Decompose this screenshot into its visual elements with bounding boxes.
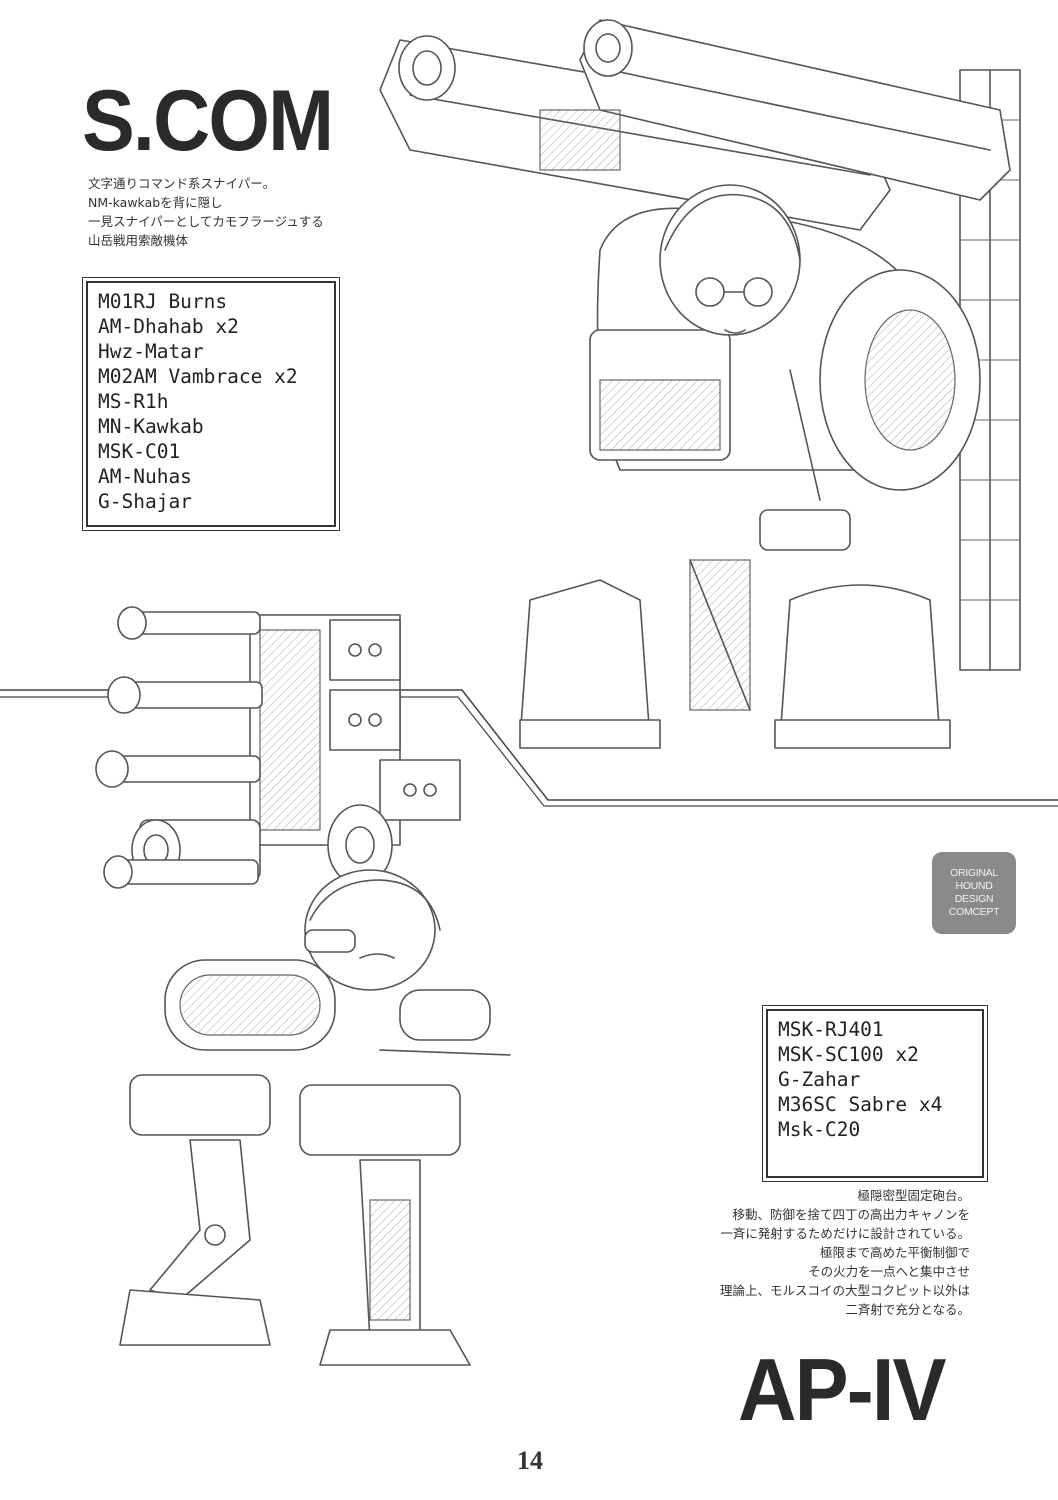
page-number: 14 [517, 1446, 543, 1475]
scom-description-line: 文字通りコマンド系スナイパー。 [88, 176, 276, 191]
scom-part: AM-Nuhas [98, 465, 192, 488]
scom-part: M02AM Vambrace x2 [98, 365, 298, 388]
scom-part: MSK-C01 [98, 440, 181, 463]
ap4-mech-illustration [95, 606, 511, 1366]
ap4-description-line: その火力を一点へと集中させ [808, 1264, 970, 1279]
ap4-part: G-Zahar [778, 1068, 861, 1091]
ap4-description-line: 二斉射で充分となる。 [845, 1302, 970, 1317]
ap4-parts-list: MSK-RJ401 MSK-SC100 x2 G-Zahar M36SC Sab… [762, 1005, 988, 1182]
scom-description-line: 一見スナイパーとしてカモフラージュする [88, 214, 324, 229]
scom-description-line: NM-kawkabを背に隠し [88, 195, 223, 210]
original-design-badge: ORIGINAL HOUND DESIGN COMCEPT [932, 852, 1016, 934]
scom-description-line: 山岳戦用索敵機体 [88, 233, 189, 248]
badge-line: HOUND [955, 880, 993, 892]
scom-part: G-Shajar [98, 490, 192, 513]
ap4-part: M36SC Sabre x4 [778, 1093, 943, 1116]
ap4-description-line: 一斉に発射するためだけに設計されている。 [720, 1226, 970, 1241]
scom-part: AM-Dhahab x2 [98, 315, 239, 338]
badge-line: ORIGINAL [950, 867, 998, 879]
scom-parts-list: M01RJ Burns AM-Dhahab x2 Hwz-Matar M02AM… [82, 277, 340, 531]
ap4-description-line: 極隠密型固定砲台。 [857, 1188, 970, 1203]
ap4-description: 極隠密型固定砲台。 移動、防御を捨て四丁の高出力キャノンを 一斉に発射するためだ… [720, 1186, 970, 1319]
badge-line: DESIGN [954, 893, 994, 905]
scom-description: 文字通りコマンド系スナイパー。 NM-kawkabを背に隠し 一見スナイパーとし… [88, 174, 324, 250]
ap4-description-line: 移動、防御を捨て四丁の高出力キャノンを [732, 1207, 970, 1222]
scom-mech-illustration [379, 19, 1021, 749]
scom-title: S.COM [82, 73, 334, 169]
ap4-title: AP-IV [738, 1340, 947, 1439]
ap4-part: MSK-SC100 x2 [778, 1043, 919, 1066]
ap4-part: Msk-C20 [778, 1118, 861, 1141]
scom-part: MS-R1h [98, 390, 169, 413]
ap4-description-line: 理論上、モルスコイの大型コクピット以外は [719, 1283, 970, 1298]
ap4-description-line: 極限まで高めた平衡制御で [819, 1245, 970, 1260]
scom-part: M01RJ Burns [98, 290, 228, 313]
badge-line: COMCEPT [948, 906, 1000, 918]
scom-part: Hwz-Matar [98, 340, 204, 363]
ap4-part: MSK-RJ401 [778, 1018, 884, 1041]
scom-part: MN-Kawkab [98, 415, 204, 438]
